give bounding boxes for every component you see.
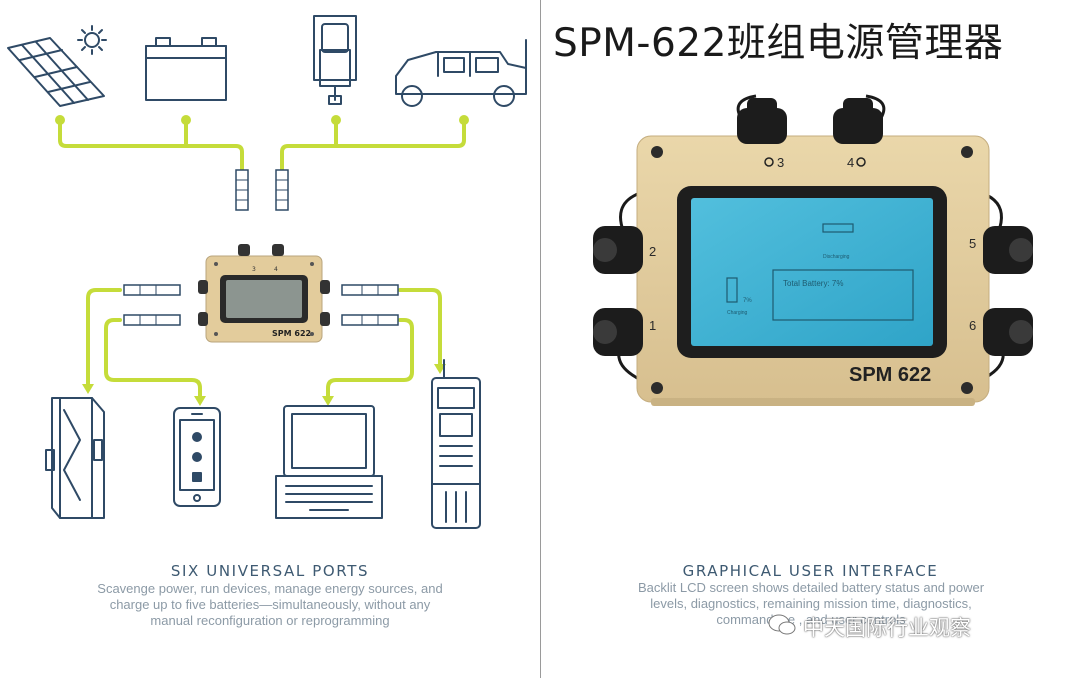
port-number-2: 2 [649, 244, 656, 259]
smartphone-icon [173, 407, 221, 507]
ports-diagram: 3 4 SPM 622 [7, 15, 527, 529]
gui-caption-line: levels, diagnostics, remaining mission t… [650, 596, 972, 611]
wechat-icon [768, 614, 796, 635]
wall-outlet-adapter-icon [313, 15, 357, 105]
port-number-4: 4 [847, 155, 854, 170]
port-number-5: 5 [969, 236, 976, 251]
spm622-device-small: 3 4 SPM 622 [198, 244, 330, 343]
graphical-user-interface-panel: SPM-622班组电源管理器 [541, 0, 1080, 678]
handheld-radio-icon [431, 359, 481, 529]
load-cables [86, 288, 442, 400]
ports-caption-line: Scavenge power, run devices, manage ener… [97, 581, 443, 596]
top-ports [737, 98, 883, 144]
side-port-caps [593, 238, 1033, 344]
ports-caption-line: charge up to five batteries—simultaneous… [109, 597, 431, 612]
arrowheads [82, 364, 446, 406]
source-cables [58, 120, 466, 174]
port-number-1: 1 [649, 318, 656, 333]
spm622-device-photo: Total Battery: 7% 7% Charging Dischargin… [593, 94, 1033, 406]
ports-caption-text: Scavenge power, run devices, manage ener… [20, 581, 520, 629]
cable-endpoints [55, 115, 469, 125]
screen-discharging: Discharging [823, 254, 850, 260]
gui-caption-title: GRAPHICAL USER INTERFACE [682, 562, 939, 580]
device-label: SPM 622 [272, 329, 311, 338]
port-marker-3: 3 [252, 266, 256, 273]
military-vehicle-icon [395, 39, 527, 107]
gui-caption-line: Backlit LCD screen shows detailed batter… [637, 580, 985, 595]
screen-total-battery: Total Battery: 7% [783, 279, 843, 288]
laptop-icon [275, 405, 383, 519]
watermark: 中天国际行业观察 [803, 616, 971, 640]
device-label-large: SPM 622 [849, 364, 931, 386]
solar-panel-icon [7, 37, 105, 107]
car-battery-icon [145, 37, 227, 101]
battery-pack-icon [45, 397, 105, 519]
sun-icon [77, 25, 107, 55]
panel-divider [540, 0, 541, 678]
port-number-6: 6 [969, 318, 976, 333]
screws [651, 146, 973, 394]
device-base [651, 398, 975, 406]
gui-caption-text: Backlit LCD screen shows detailed batter… [571, 580, 1051, 628]
side-ports [593, 226, 1033, 356]
gui-caption-line: command me , and user controls [716, 612, 906, 627]
port-number-3: 3 [777, 155, 784, 170]
screen-content [726, 223, 914, 321]
lcd-screen [691, 198, 933, 346]
connector-ridges [139, 179, 379, 325]
ports-caption-title: SIX UNIVERSAL PORTS [170, 562, 370, 580]
screen-charging: Charging [727, 310, 748, 316]
ports-caption-line: manual reconfiguration or reprogramming [150, 613, 390, 628]
port-sun-icons [764, 157, 866, 167]
port-numbers: 1 2 3 4 5 6 [649, 155, 976, 333]
page-title: SPM-622班组电源管理器 [553, 21, 1004, 66]
port-marker-4: 4 [274, 266, 278, 273]
six-universal-ports-panel: 3 4 SPM 622 [7, 15, 527, 629]
screen-left-pct: 7% [743, 298, 752, 304]
os-logos [192, 432, 202, 482]
